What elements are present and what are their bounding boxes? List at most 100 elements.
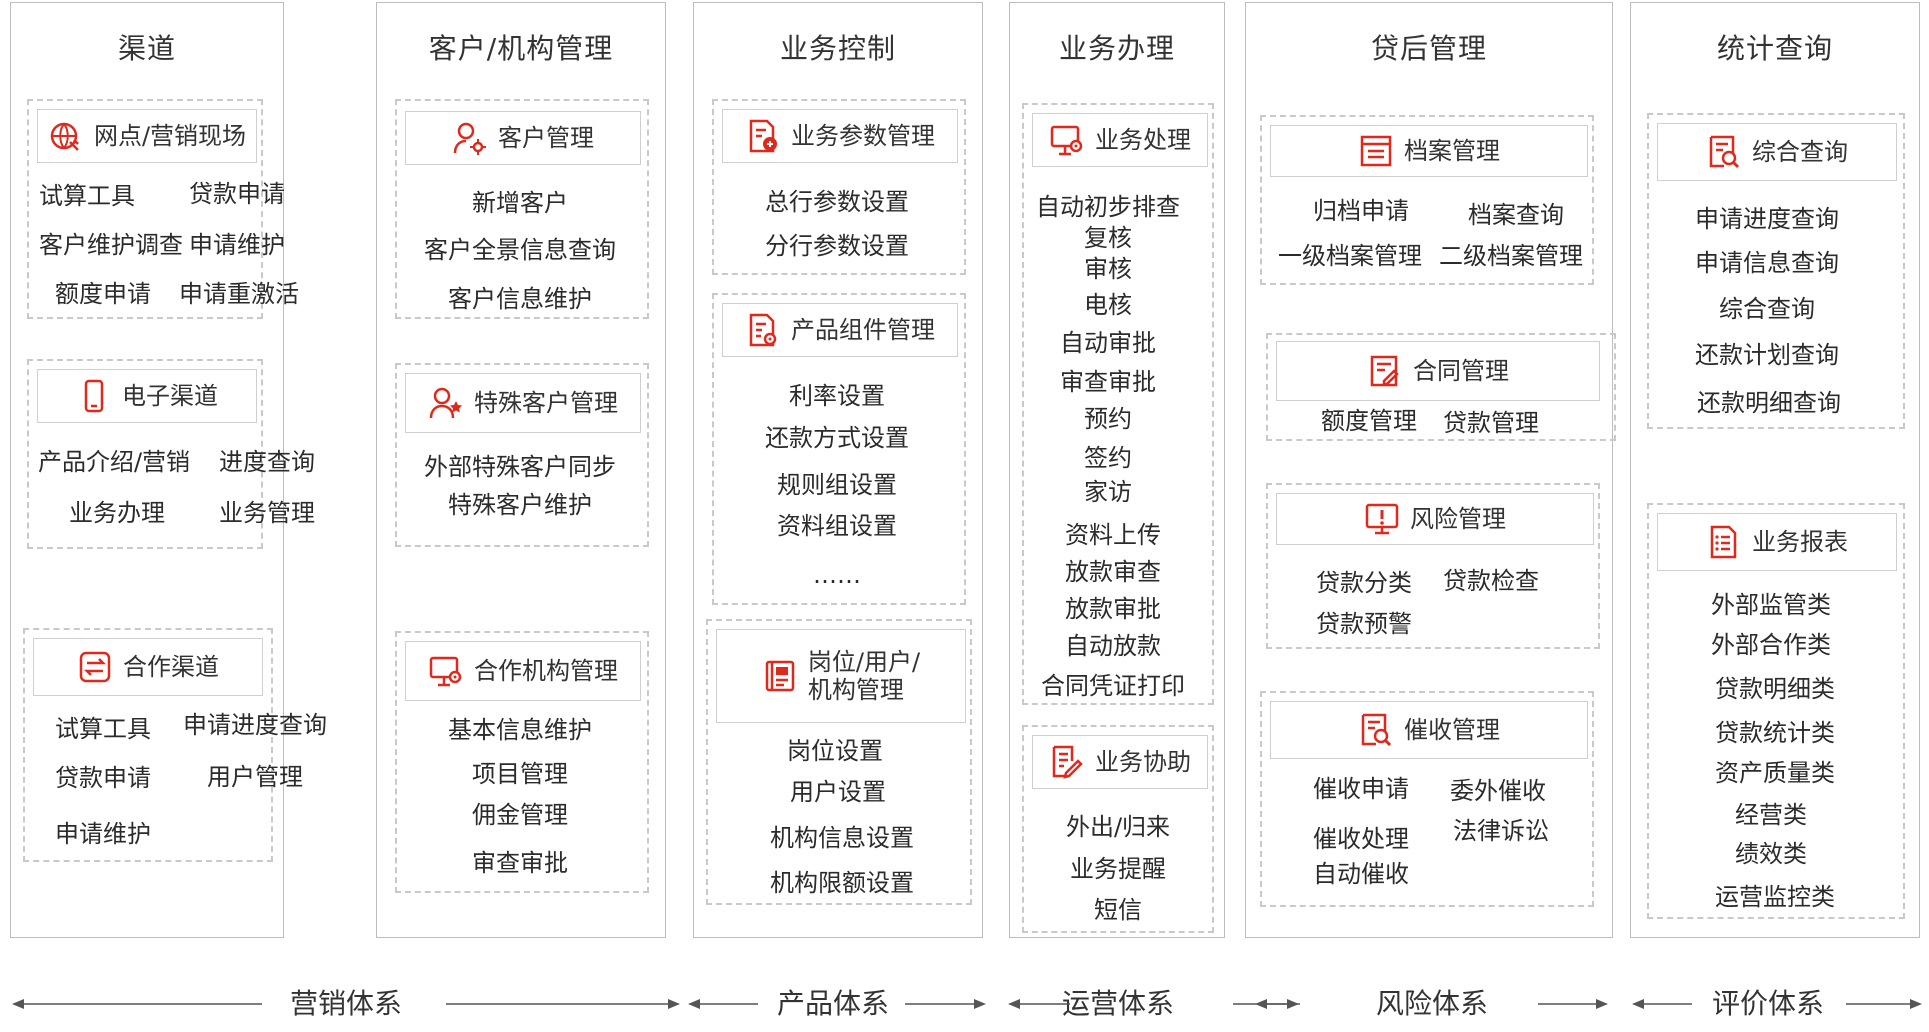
function-item[interactable]: 催收申请 [1313, 775, 1409, 803]
function-item[interactable]: 经营类 [1735, 801, 1807, 829]
function-item[interactable]: 试算工具 [39, 182, 135, 210]
module-header[interactable]: 合作渠道 [33, 638, 263, 696]
function-item[interactable]: 放款审批 [1065, 595, 1161, 623]
function-item[interactable]: 新增客户 [472, 189, 568, 217]
function-item[interactable]: 产品介绍/营销 [37, 448, 191, 476]
function-item[interactable]: 一级档案管理 [1278, 242, 1422, 270]
function-item[interactable]: 申请进度查询 [1695, 205, 1839, 233]
function-item[interactable]: 资料上传 [1065, 521, 1161, 549]
function-item[interactable]: …… [813, 561, 861, 589]
function-item[interactable]: 委外催收 [1450, 777, 1546, 805]
module-header[interactable]: 岗位/用户/机构管理 [716, 629, 966, 723]
user-star-icon [428, 385, 464, 421]
function-item[interactable]: 外部特殊客户同步 [424, 453, 616, 481]
module-header[interactable]: 网点/营销现场 [37, 109, 257, 163]
function-item[interactable]: 审查审批 [472, 849, 568, 877]
function-item[interactable]: 自动放款 [1065, 632, 1161, 660]
function-item[interactable]: 申请重激活 [179, 280, 299, 308]
function-item[interactable]: 申请维护 [55, 820, 151, 848]
function-item[interactable]: 机构限额设置 [770, 869, 914, 897]
function-item[interactable]: 客户全景信息查询 [424, 236, 616, 264]
function-item[interactable]: 贷款管理 [1443, 409, 1539, 437]
function-item[interactable]: 催收处理 [1313, 825, 1409, 853]
function-item[interactable]: 放款审查 [1065, 558, 1161, 586]
function-item[interactable]: 资料组设置 [777, 512, 897, 540]
module-header[interactable]: 产品组件管理 [722, 303, 958, 357]
module-header[interactable]: 合作机构管理 [405, 641, 641, 701]
function-item[interactable]: 短信 [1094, 896, 1142, 924]
function-item[interactable]: 申请信息查询 [1695, 249, 1839, 277]
function-item[interactable]: 分行参数设置 [765, 232, 909, 260]
function-item[interactable]: 贷款统计类 [1715, 719, 1835, 747]
function-item[interactable]: 自动催收 [1313, 860, 1409, 888]
module-header[interactable]: 综合查询 [1657, 123, 1897, 181]
function-item[interactable]: 总行参数设置 [765, 188, 909, 216]
function-item[interactable]: 申请维护 [189, 231, 285, 259]
function-item[interactable]: 业务办理 [69, 499, 165, 527]
column-title: 贷后管理 [1370, 32, 1487, 65]
function-item[interactable]: 复核 [1084, 224, 1132, 252]
function-item[interactable]: 自动审批 [1060, 329, 1156, 357]
function-item[interactable]: 归档申请 [1313, 197, 1409, 225]
module-header[interactable]: 档案管理 [1270, 125, 1588, 177]
module-header[interactable]: 特殊客户管理 [405, 373, 641, 433]
function-item[interactable]: 自动初步排查 [1036, 193, 1180, 221]
module-header[interactable]: 业务报表 [1657, 513, 1897, 571]
function-item[interactable]: 还款方式设置 [765, 424, 909, 452]
function-item[interactable]: 外部合作类 [1711, 631, 1831, 659]
function-item[interactable]: 还款计划查询 [1695, 341, 1839, 369]
module-header[interactable]: 电子渠道 [37, 369, 257, 423]
function-item[interactable]: 贷款分类 [1316, 569, 1412, 597]
function-item[interactable]: 进度查询 [219, 448, 315, 476]
function-item[interactable]: 外出/归来 [1065, 813, 1171, 841]
function-item[interactable]: 额度申请 [55, 280, 151, 308]
function-item[interactable]: 外部监管类 [1711, 591, 1831, 619]
function-item[interactable]: 客户信息维护 [448, 285, 592, 313]
function-item[interactable]: 用户设置 [790, 778, 886, 806]
function-item[interactable]: 项目管理 [472, 760, 568, 788]
function-item[interactable]: 预约 [1084, 405, 1132, 433]
function-item[interactable]: 额度管理 [1321, 407, 1417, 435]
function-item[interactable]: 用户管理 [207, 763, 303, 791]
module-group: 业务参数管理 [712, 99, 966, 275]
function-item[interactable]: 贷款检查 [1443, 567, 1539, 595]
function-item[interactable]: 申请进度查询 [183, 711, 327, 739]
function-item[interactable]: 运营监控类 [1715, 883, 1835, 911]
function-item[interactable]: 电核 [1084, 291, 1132, 319]
module-title: 特殊客户管理 [474, 389, 618, 417]
function-item[interactable]: 试算工具 [55, 715, 151, 743]
module-header[interactable]: 客户管理 [405, 111, 641, 165]
function-item[interactable]: 佣金管理 [472, 801, 568, 829]
function-item[interactable]: 二级档案管理 [1439, 242, 1583, 270]
module-header[interactable]: 合同管理 [1276, 341, 1600, 401]
function-item[interactable]: 贷款预警 [1316, 610, 1412, 638]
function-item[interactable]: 资产质量类 [1715, 759, 1835, 787]
function-item[interactable]: 合同凭证打印 [1041, 672, 1185, 700]
function-item[interactable]: 基本信息维护 [448, 716, 592, 744]
module-header[interactable]: 风险管理 [1276, 493, 1594, 545]
function-item[interactable]: 综合查询 [1719, 295, 1815, 323]
module-header[interactable]: 催收管理 [1270, 701, 1588, 759]
module-header[interactable]: 业务协助 [1032, 735, 1208, 789]
function-item[interactable]: 法律诉讼 [1453, 817, 1549, 845]
function-item[interactable]: 规则组设置 [777, 471, 897, 499]
function-item[interactable]: 利率设置 [789, 382, 885, 410]
function-item[interactable]: 贷款申请 [55, 764, 151, 792]
module-header[interactable]: 业务处理 [1032, 113, 1208, 167]
function-item[interactable]: 贷款明细类 [1715, 675, 1835, 703]
function-item[interactable]: 机构信息设置 [770, 824, 914, 852]
function-item[interactable]: 还款明细查询 [1697, 389, 1841, 417]
function-item[interactable]: 审核 [1084, 255, 1132, 283]
function-item[interactable]: 贷款申请 [189, 180, 285, 208]
function-item[interactable]: 业务提醒 [1070, 855, 1166, 883]
function-item[interactable]: 岗位设置 [787, 737, 883, 765]
function-item[interactable]: 审查审批 [1060, 368, 1156, 396]
function-item[interactable]: 签约 [1084, 444, 1132, 472]
function-item[interactable]: 档案查询 [1468, 201, 1564, 229]
module-header[interactable]: 业务参数管理 [722, 109, 958, 163]
function-item[interactable]: 绩效类 [1735, 840, 1807, 868]
function-item[interactable]: 客户维护调查 [39, 231, 183, 259]
function-item[interactable]: 特殊客户维护 [448, 491, 592, 519]
function-item[interactable]: 业务管理 [219, 499, 315, 527]
function-item[interactable]: 家访 [1084, 478, 1132, 506]
